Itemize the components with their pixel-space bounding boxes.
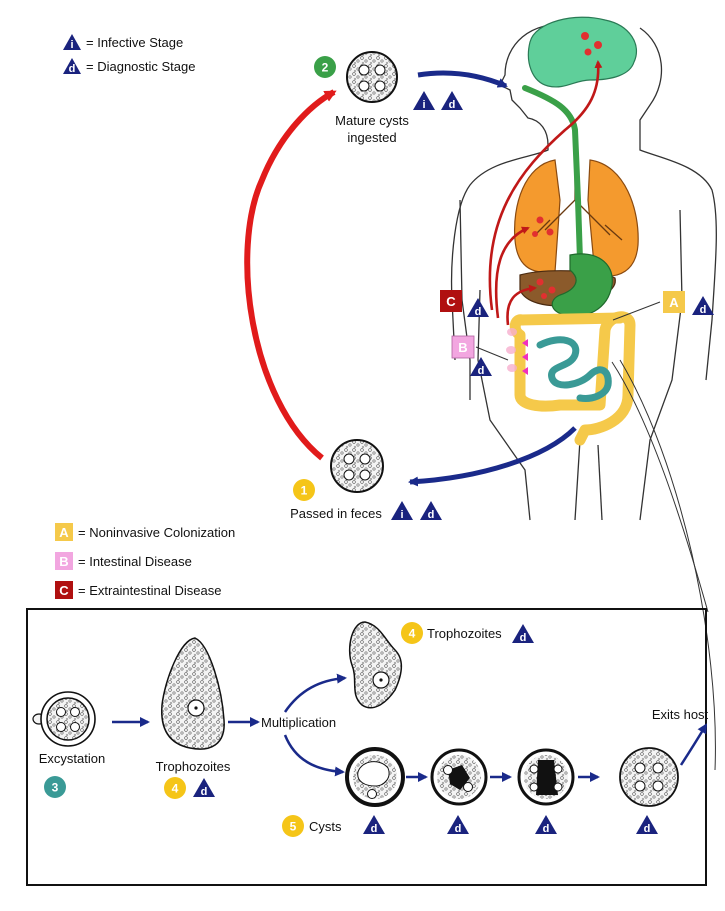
svg-text:d: d [475, 306, 482, 318]
svg-text:A: A [669, 295, 679, 310]
legend-b-label: = Intestinal Disease [78, 554, 192, 569]
cyst-stage-2 [430, 748, 488, 806]
infective-stage-label: = Infective Stage [86, 35, 183, 50]
step-2-label-line2: ingested [347, 130, 396, 145]
multiplication-to-trophozoites-arrow [283, 673, 347, 713]
svg-text:A: A [59, 525, 69, 540]
brain-lesions [581, 32, 602, 56]
marker-c-extraintestinal: C d [440, 290, 489, 318]
svg-text:1: 1 [301, 484, 308, 498]
svg-text:d: d [69, 63, 76, 75]
trophozoites-label: Trophozoites [156, 759, 231, 774]
excystation-cyst [32, 691, 96, 747]
exits-host-label: Exits host [652, 707, 709, 722]
svg-text:5: 5 [290, 820, 297, 834]
excystation-label: Excystation [39, 751, 105, 766]
step-2-label-line1: Mature cysts [335, 113, 409, 128]
ingestion-arrow [417, 70, 508, 89]
svg-text:d: d [543, 823, 550, 835]
svg-text:d: d [520, 632, 527, 644]
legend-a-label: = Noninvasive Colonization [78, 525, 235, 540]
svg-text:d: d [201, 786, 208, 798]
intestinal-ulcers [506, 328, 517, 372]
svg-text:2: 2 [322, 61, 329, 75]
cysts-label: Cysts [309, 819, 342, 834]
svg-text:i: i [400, 509, 403, 521]
cyst-passed-in-feces [330, 439, 384, 493]
step-4b-badge: 4 [401, 622, 423, 644]
svg-text:d: d [478, 365, 485, 377]
svg-text:d: d [428, 509, 435, 521]
step-5-badge: 5 [282, 815, 304, 837]
cyst-stage-2-diagnostic-icon: d [447, 815, 469, 835]
disease-legend: A = Noninvasive Colonization B = Intesti… [55, 523, 235, 599]
multiplication-label: Multiplication [261, 715, 336, 730]
svg-text:d: d [700, 304, 707, 316]
svg-text:i: i [70, 39, 73, 51]
stage-legend: i = Infective Stage d = Diagnostic Stage [63, 34, 195, 75]
trophozoite-small [348, 621, 403, 709]
cyst-stage-4-diagnostic-icon: d [636, 815, 658, 835]
trophozoites-top-diagnostic-icon: d [512, 624, 534, 644]
svg-text:d: d [371, 823, 378, 835]
esophagus [522, 85, 583, 263]
trophozoites-diagnostic-icon: d [193, 778, 215, 798]
step-2-diagnostic-icon: d [441, 91, 463, 111]
svg-text:d: d [644, 823, 651, 835]
multiplication-to-cysts-arrow [283, 734, 345, 777]
exit-host-line-2 [619, 359, 716, 771]
trophozoite-large [161, 637, 225, 750]
diagnostic-stage-label: = Diagnostic Stage [86, 59, 195, 74]
liver-lesions [536, 278, 556, 299]
svg-text:i: i [422, 99, 425, 111]
cyst-stage-3-diagnostic-icon: d [535, 815, 557, 835]
infective-stage-icon: i [63, 34, 81, 51]
step-1-diagnostic-icon: d [420, 501, 442, 521]
large-intestine [509, 311, 636, 446]
lungs [513, 140, 639, 277]
extraintestinal-spread-arrows [488, 60, 603, 326]
svg-text:B: B [458, 340, 467, 355]
diagnostic-stage-icon: d [63, 58, 81, 75]
small-intestine [536, 336, 612, 402]
trophozoites-top-label: Trophozoites [427, 626, 502, 641]
step-1-badge: 1 [293, 479, 315, 501]
cyst-stage-1-diagnostic-icon: d [363, 815, 385, 835]
step-2-badge: 2 [314, 56, 336, 78]
brain [527, 16, 638, 88]
svg-text:d: d [455, 823, 462, 835]
marker-b-intestinal: B d [451, 335, 509, 377]
excretion-arrow [408, 426, 577, 487]
step-4-badge: 4 [164, 777, 186, 799]
svg-text:C: C [59, 583, 69, 598]
svg-text:4: 4 [409, 627, 416, 641]
mature-cyst-ingested [346, 51, 398, 103]
exit-host-line-1 [611, 361, 709, 613]
lung-lesions [532, 216, 554, 237]
svg-text:B: B [59, 554, 68, 569]
step-3-badge: 3 [44, 776, 66, 798]
step-1-infective-icon: i [391, 501, 413, 521]
cyst-stage-4-mature [619, 747, 679, 807]
svg-text:3: 3 [52, 781, 59, 795]
marker-a-noninvasive: A d [612, 291, 714, 321]
svg-text:d: d [449, 99, 456, 111]
svg-text:4: 4 [172, 782, 179, 796]
step-1-label: Passed in feces [290, 506, 382, 521]
svg-text:C: C [446, 294, 456, 309]
cyst-stage-1 [345, 747, 405, 807]
cyst-stage-3 [517, 748, 575, 806]
cycle-return-arrow [244, 89, 337, 461]
intestinal-wall-trophozoites [522, 339, 528, 375]
step-2-infective-icon: i [413, 91, 435, 111]
inset-frame [26, 608, 707, 886]
exits-host-arrow [679, 723, 708, 766]
legend-c-label: = Extraintestinal Disease [78, 583, 221, 598]
